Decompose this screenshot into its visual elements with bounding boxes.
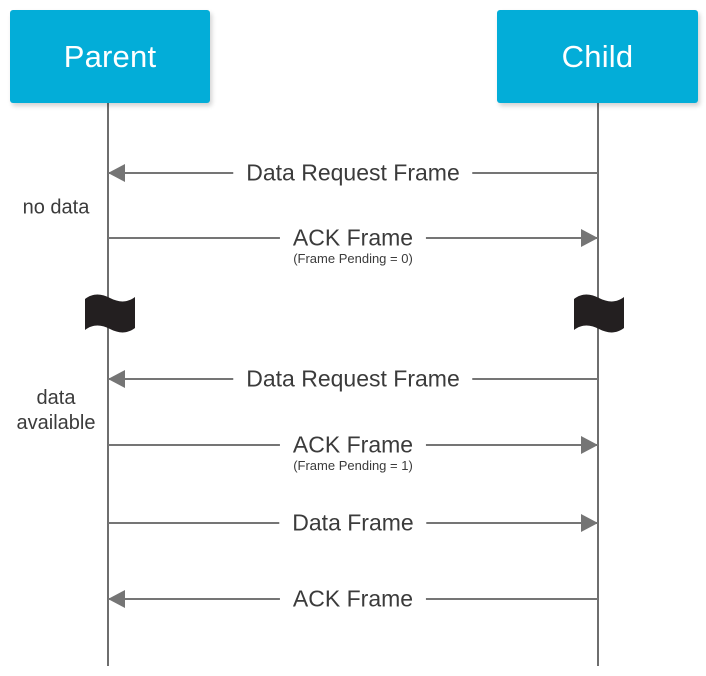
message-ack-frame-pending-0[interactable]: ACK Frame (Frame Pending = 0) [108,226,598,267]
arrowhead-left-icon [108,370,125,388]
message-data-request-frame-1[interactable]: Data Request Frame [108,161,598,185]
participant-parent[interactable]: Parent [10,10,210,103]
arrowhead-right-icon [581,514,598,532]
message-label: Data Request Frame [233,367,473,391]
message-label: ACK Frame [279,226,427,250]
message-sublabel: (Frame Pending = 0) [287,251,419,267]
participant-child[interactable]: Child [497,10,698,103]
arrowhead-left-icon [108,590,125,608]
arrowhead-right-icon [581,436,598,454]
break-symbol-parent-flag-icon [84,292,136,336]
message-label: Data Frame [279,511,427,535]
arrowhead-left-icon [108,164,125,182]
message-data-frame[interactable]: Data Frame [108,511,598,535]
message-data-request-frame-2[interactable]: Data Request Frame [108,367,598,391]
annotation-data-available: data available [16,387,96,434]
participant-parent-label: Parent [63,39,157,74]
message-label: Data Request Frame [233,161,473,185]
arrowhead-right-icon [581,229,598,247]
message-ack-frame-pending-1[interactable]: ACK Frame (Frame Pending = 1) [108,433,598,474]
message-label: ACK Frame [279,433,427,457]
message-sublabel: (Frame Pending = 1) [287,458,419,474]
break-symbol-child-flag-icon [573,292,625,336]
lifeline-child [597,103,599,666]
message-label: ACK Frame [279,587,427,611]
message-ack-frame-final[interactable]: ACK Frame [108,587,598,611]
participant-child-label: Child [561,39,634,74]
annotation-no-data: no data [22,196,90,219]
